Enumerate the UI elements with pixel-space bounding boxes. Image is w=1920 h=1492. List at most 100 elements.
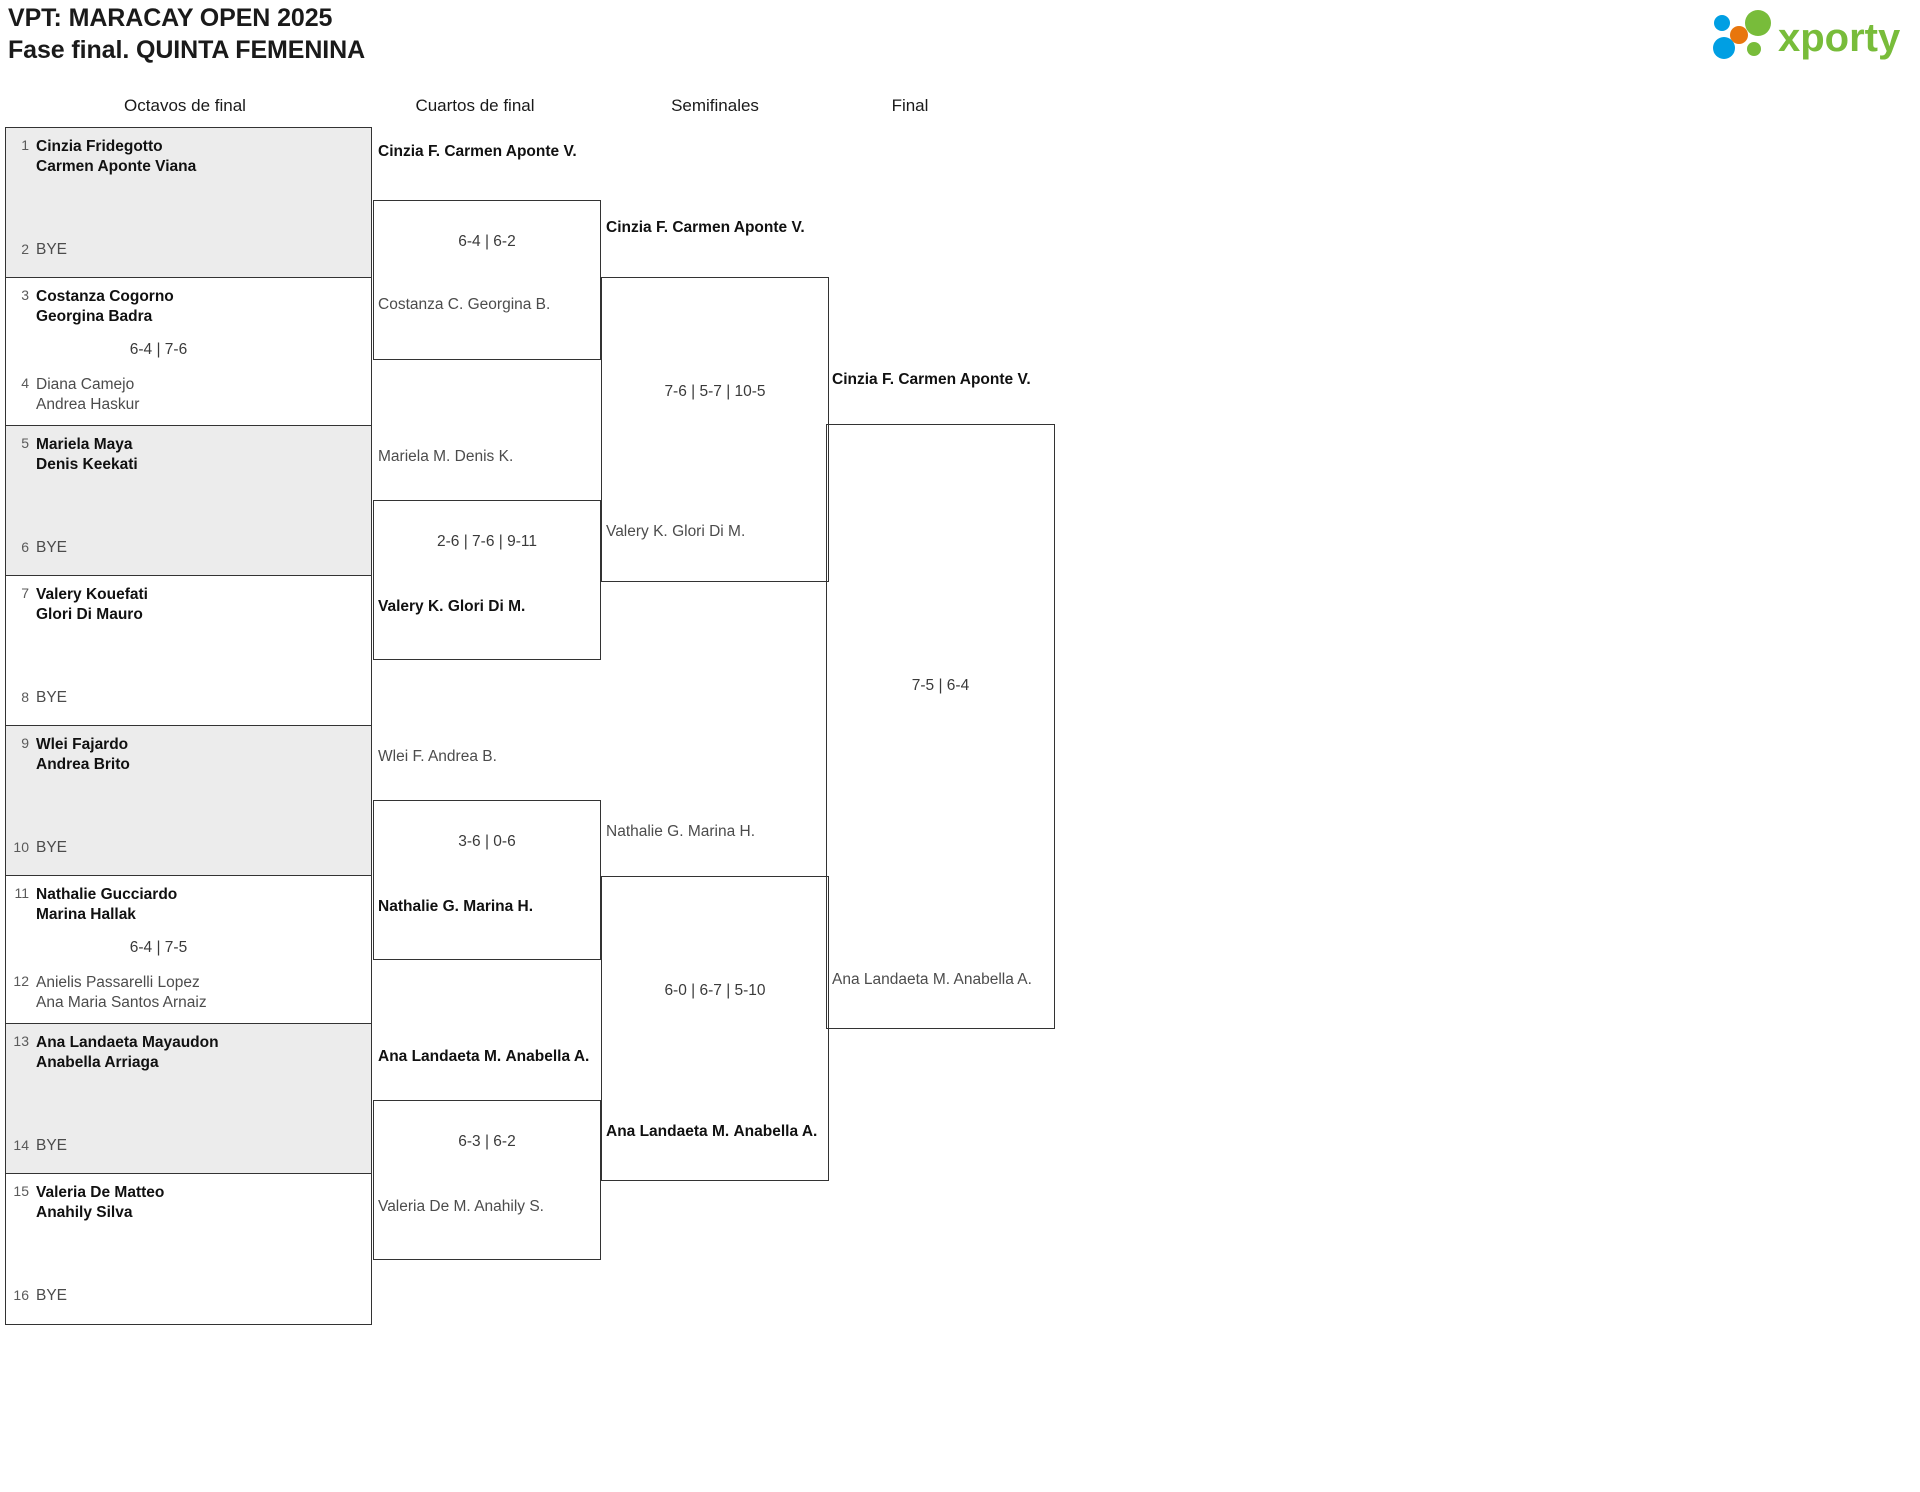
player-names: Nathalie Gucciardo Marina Hallak <box>36 885 177 926</box>
r1-slot-3: 3 Costanza Cogorno Georgina Badra <box>6 287 371 328</box>
player-name-line1: Wlei F. <box>378 748 425 765</box>
logo-dot-blue-small <box>1714 15 1730 31</box>
final-winner-entrant: Cinzia F. Carmen Aponte V. <box>832 370 1031 390</box>
seed-number: 10 <box>13 839 29 855</box>
xporty-logo-svg: xporty <box>1713 10 1901 60</box>
r1-slot-6: 6 BYE <box>6 538 371 558</box>
xporty-logo: xporty <box>1706 8 1906 62</box>
seed-number: 13 <box>13 1033 29 1049</box>
qf2-top-entrant: Mariela M. Denis K. <box>378 447 513 467</box>
player-name-line2: Glori Di M. <box>672 523 746 540</box>
sf2-top-entrant: Nathalie G. Marina H. <box>606 822 755 842</box>
player-names: BYE <box>36 1136 67 1156</box>
qf-match-1[interactable]: 6-4 | 6-2 <box>373 200 601 360</box>
player-name-line1: Valery K. <box>606 523 668 540</box>
final-runnerup-entrant: Ana Landaeta M. Anabella A. <box>832 970 1032 990</box>
match-score: 6-4 | 6-2 <box>458 233 516 250</box>
page-title: VPT: MARACAY OPEN 2025 Fase final. QUINT… <box>8 2 365 66</box>
match-score: 6-4 | 7-6 <box>129 341 188 358</box>
player-names: Diana Camejo Andrea Haskur <box>36 375 139 416</box>
player-names: Mariela Maya Denis Keekati <box>36 435 138 476</box>
player-name-line1: Mariela Maya <box>36 436 133 453</box>
r1-match-2[interactable]: 3 Costanza Cogorno Georgina Badra 4 Dian… <box>6 278 371 426</box>
r1-slot-12: 12 Anielis Passarelli Lopez Ana Maria Sa… <box>6 973 371 1014</box>
r1-match-4[interactable]: 7 Valery Kouefati Glori Di Mauro 8 BYE <box>6 576 371 726</box>
player-name-line1: Anielis Passarelli Lopez <box>36 974 200 991</box>
r1-match-8[interactable]: 15 Valeria De Matteo Anahily Silva 16 BY… <box>6 1174 371 1324</box>
player-name-line1: Nathalie G. <box>378 898 459 915</box>
logo-wordmark: xporty <box>1778 16 1901 60</box>
qf3-bottom-entrant: Nathalie G. Marina H. <box>378 897 533 917</box>
seed-number: 12 <box>13 973 29 989</box>
r1-slot-13: 13 Ana Landaeta Mayaudon Anabella Arriag… <box>6 1033 371 1074</box>
r1-match-5[interactable]: 9 Wlei Fajardo Andrea Brito 10 BYE <box>6 726 371 876</box>
player-names: Cinzia Fridegotto Carmen Aponte Viana <box>36 137 196 178</box>
player-name-line2: Anabella Arriaga <box>36 1054 159 1072</box>
player-name-line2: Andrea Brito <box>36 756 130 774</box>
final-match[interactable]: 7-5 | 6-4 <box>826 424 1055 1029</box>
seed-number: 6 <box>21 539 29 555</box>
player-name-line1: Cinzia F. <box>832 371 895 388</box>
r1-match-1[interactable]: 1 Cinzia Fridegotto Carmen Aponte Viana … <box>6 128 371 278</box>
player-name-line1: Valery K. <box>378 598 444 615</box>
player-name-line2: Andrea B. <box>427 748 497 765</box>
bye-label: BYE <box>36 241 68 258</box>
player-names: Valery Kouefati Glori Di Mauro <box>36 585 148 626</box>
qf1-top-entrant: Cinzia F. Carmen Aponte V. <box>378 142 577 162</box>
qf-match-4[interactable]: 6-3 | 6-2 <box>373 1100 601 1260</box>
r1-match-7[interactable]: 13 Ana Landaeta Mayaudon Anabella Arriag… <box>6 1024 371 1174</box>
r1-match-6[interactable]: 11 Nathalie Gucciardo Marina Hallak 12 A… <box>6 876 371 1024</box>
sf-match-1[interactable]: 7-6 | 5-7 | 10-5 <box>601 277 829 582</box>
seed-number: 11 <box>14 885 29 901</box>
match-score: 3-6 | 0-6 <box>458 833 516 850</box>
qf-match-3[interactable]: 3-6 | 0-6 <box>373 800 601 960</box>
player-name-line2: Anahily Silva <box>36 1204 133 1222</box>
qf3-top-entrant: Wlei F. Andrea B. <box>378 747 497 767</box>
player-name-line1: Ana Landaeta M. <box>832 971 951 988</box>
seed-number: 5 <box>21 435 29 451</box>
bye-label: BYE <box>36 839 68 856</box>
round-header-semifinales: Semifinales <box>671 96 759 115</box>
match-score: 7-5 | 6-4 <box>911 677 970 694</box>
player-name-line2: Georgina B. <box>467 296 551 313</box>
player-name-line2: Anahily S. <box>474 1198 544 1215</box>
qf1-bottom-entrant: Costanza C. Georgina B. <box>378 295 550 315</box>
seed-number: 3 <box>21 287 29 303</box>
player-name-line2: Anabella A. <box>733 1123 818 1140</box>
player-names: BYE <box>36 688 67 708</box>
match-score: 6-4 | 7-5 <box>129 939 188 956</box>
player-name-line1: Diana Camejo <box>36 376 135 393</box>
player-name-line1: Wlei Fajardo <box>36 736 129 753</box>
player-name-line1: Valeria De M. <box>378 1198 471 1215</box>
player-names: Wlei Fajardo Andrea Brito <box>36 735 130 776</box>
player-name-line2: Denis Keekati <box>36 456 138 474</box>
seed-number: 2 <box>21 241 29 257</box>
player-names: BYE <box>36 838 67 858</box>
r1-match-3[interactable]: 5 Mariela Maya Denis Keekati 6 BYE <box>6 426 371 576</box>
player-names: BYE <box>36 240 67 260</box>
player-name-line2: Georgina Badra <box>36 308 153 326</box>
round-header-cuartos: Cuartos de final <box>415 96 535 115</box>
player-name-line1: Cinzia Fridegotto <box>36 138 163 155</box>
player-names: BYE <box>36 538 67 558</box>
logo-dot-green-large <box>1745 10 1771 36</box>
r1-slot-10: 10 BYE <box>6 838 371 858</box>
player-name-line1: Costanza Cogorno <box>36 288 174 305</box>
player-name-line1: Nathalie G. <box>606 823 684 840</box>
player-name-line1: Costanza C. <box>378 296 464 313</box>
seed-number: 16 <box>13 1287 29 1303</box>
player-name-line2: Marina H. <box>463 898 534 915</box>
sf2-bottom-entrant: Ana Landaeta M. Anabella A. <box>606 1122 817 1142</box>
match-score: 2-6 | 7-6 | 9-11 <box>437 533 537 550</box>
seed-number: 8 <box>21 689 29 705</box>
r1-slot-5: 5 Mariela Maya Denis Keekati <box>6 435 371 476</box>
player-name-line2: Glori Di M. <box>447 598 526 615</box>
player-name-line1: Mariela M. <box>378 448 451 465</box>
player-name-line2: Andrea Haskur <box>36 396 140 414</box>
player-name-line2: Carmen Aponte Viana <box>36 158 197 176</box>
qf-match-2[interactable]: 2-6 | 7-6 | 9-11 <box>373 500 601 660</box>
logo-dot-orange <box>1730 26 1748 44</box>
player-name-line2: Carmen Aponte V. <box>444 143 577 160</box>
player-names: Anielis Passarelli Lopez Ana Maria Santo… <box>36 973 207 1014</box>
match-score: 7-6 | 5-7 | 10-5 <box>664 383 766 400</box>
